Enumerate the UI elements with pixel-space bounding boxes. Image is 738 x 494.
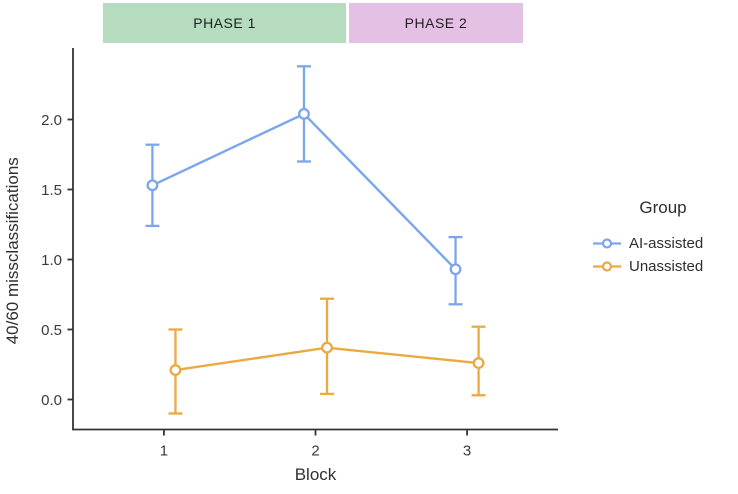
legend: Group AI-assisted Unassisted <box>588 198 738 278</box>
legend-item-ai-assisted: AI-assisted <box>588 232 738 255</box>
phase2-banner-label: PHASE 2 <box>404 15 468 31</box>
phase1-banner: PHASE 1 <box>103 3 346 43</box>
y-tick-label: 2.0 <box>41 112 62 129</box>
data-point-marker <box>321 341 333 354</box>
y-tick-label: 1.0 <box>41 252 62 269</box>
ai-assisted-key-icon <box>593 238 621 249</box>
legend-label-ai-assisted: AI-assisted <box>629 235 704 252</box>
data-point-marker <box>449 263 462 276</box>
x-tick-label: 3 <box>463 443 471 460</box>
y-tick-label: 1.5 <box>41 182 62 199</box>
x-tick-label: 1 <box>160 443 168 460</box>
x-tick-label: 2 <box>311 443 319 460</box>
legend-title: Group <box>639 198 687 217</box>
x-axis-title: Block <box>295 465 337 484</box>
legend-label-unassisted: Unassisted <box>629 258 704 275</box>
data-point-marker <box>169 364 182 377</box>
y-tick-label: 0.0 <box>41 392 62 409</box>
series-unassisted <box>168 297 486 415</box>
data-point-marker <box>472 357 485 370</box>
unassisted-key-icon <box>593 261 621 272</box>
legend-item-unassisted: Unassisted <box>588 255 738 278</box>
y-axis-title: 40/60 missclassifications <box>3 157 22 344</box>
phase1-banner-label: PHASE 1 <box>193 15 256 31</box>
y-tick-label: 0.5 <box>41 322 62 339</box>
data-point-marker <box>146 179 159 192</box>
phase2-banner: PHASE 2 <box>348 3 524 43</box>
series-ai-assisted <box>145 65 463 306</box>
data-point-marker <box>298 107 310 120</box>
